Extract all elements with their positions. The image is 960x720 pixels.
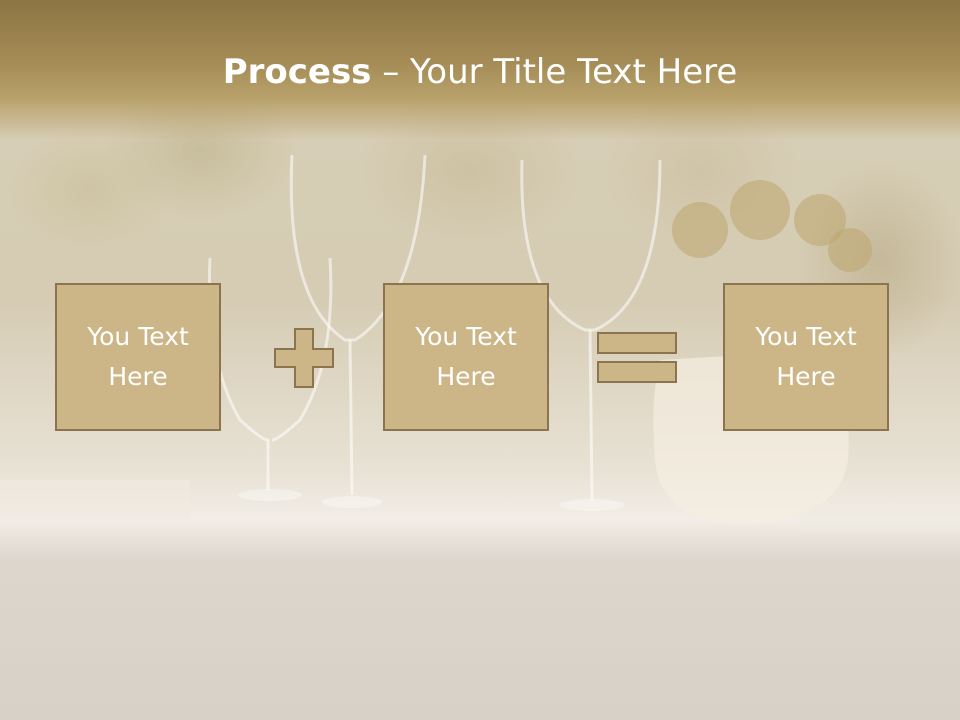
process-box-1[interactable]: You Text Here bbox=[55, 283, 221, 431]
process-box-3[interactable]: You Text Here bbox=[723, 283, 889, 431]
plus-icon bbox=[274, 328, 334, 388]
equals-icon bbox=[597, 332, 677, 383]
title-text: – Your Title Text Here bbox=[371, 52, 738, 92]
title-bar bbox=[0, 0, 960, 140]
process-box-3-text: You Text Here bbox=[755, 322, 857, 391]
process-box-1-text: You Text Here bbox=[87, 322, 189, 391]
title-bold: Process bbox=[222, 52, 372, 92]
process-box-2-text: You Text Here bbox=[415, 322, 517, 391]
process-box-2[interactable]: You Text Here bbox=[383, 283, 549, 431]
slide-title: Process – Your Title Text Here bbox=[0, 52, 960, 92]
